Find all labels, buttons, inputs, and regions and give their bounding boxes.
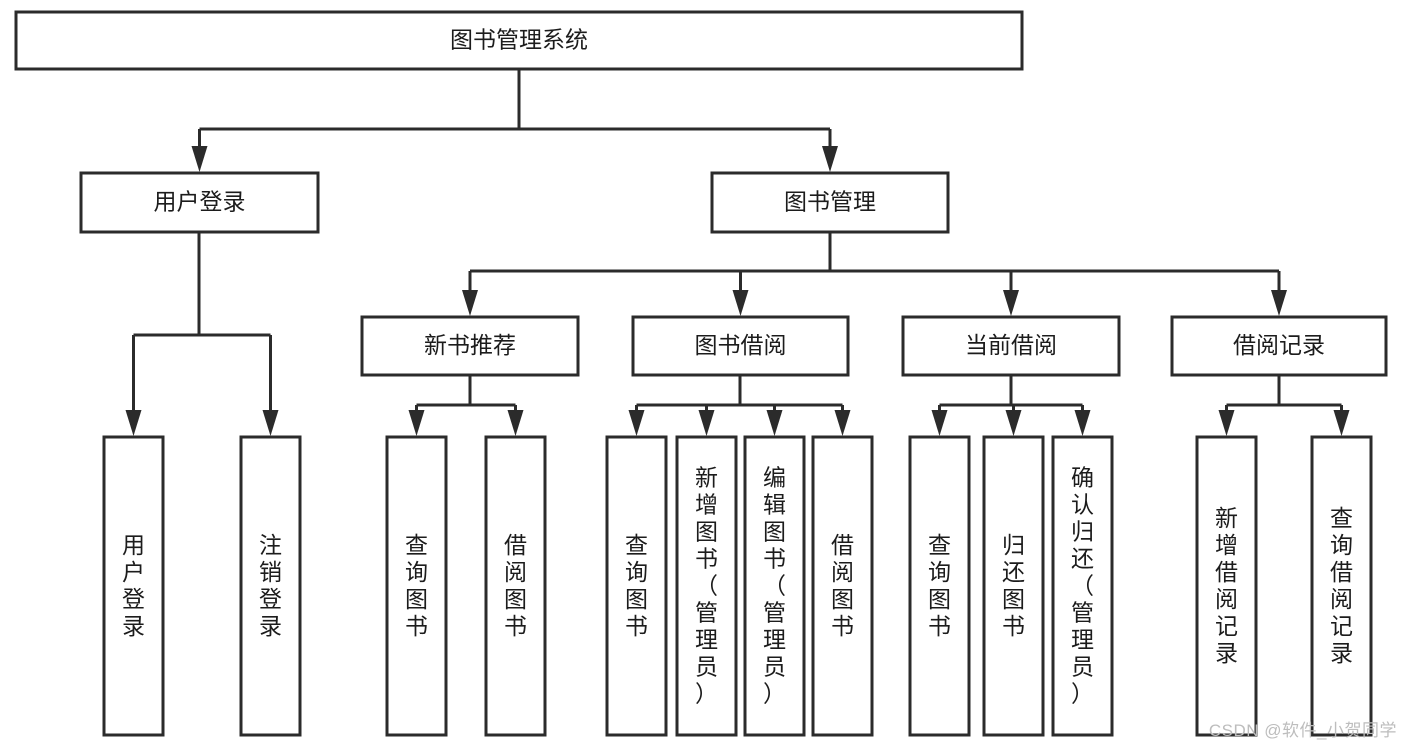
node-leaf-user-logout[interactable]: 注销登录 <box>239 435 302 737</box>
node-label: 注销登录 <box>259 532 282 639</box>
watermark-label: CSDN @软件_小贺同学 <box>1208 721 1397 740</box>
node-leaf-user-login[interactable]: 用户登录 <box>102 435 165 737</box>
node-box <box>982 435 1045 737</box>
node-leaf-bo-query[interactable]: 查询图书 <box>605 435 668 737</box>
node-leaf-bo-add[interactable]: 新增图书（管理员） <box>675 435 738 737</box>
node-login[interactable]: 用户登录 <box>79 171 320 234</box>
node-box <box>908 435 971 737</box>
node-label: 图书管理系统 <box>450 27 588 53</box>
connector-newbook <box>408 375 524 436</box>
node-box <box>1051 435 1114 737</box>
node-label: 新增图书（管理员） <box>695 465 718 707</box>
node-box <box>631 315 850 377</box>
node-label: 查询图书 <box>405 532 428 639</box>
node-label: 查询图书 <box>625 532 648 639</box>
node-label: 当前借阅 <box>965 332 1057 358</box>
node-box <box>675 435 738 737</box>
node-box <box>901 315 1121 377</box>
node-leaf-bo-borrow[interactable]: 借阅图书 <box>811 435 874 737</box>
node-box <box>1170 315 1388 377</box>
node-box <box>710 171 950 234</box>
node-box <box>484 435 547 737</box>
node-label: 查询图书 <box>928 532 951 639</box>
node-leaf-nb-borrow[interactable]: 借阅图书 <box>484 435 547 737</box>
connector-layer <box>125 69 1350 436</box>
connector-root <box>191 69 838 172</box>
connector-borrow <box>628 375 851 436</box>
node-leaf-cu-return[interactable]: 归还图书 <box>982 435 1045 737</box>
node-borrow[interactable]: 图书借阅 <box>631 315 850 377</box>
node-label: 新增借阅记录 <box>1215 505 1238 666</box>
node-box <box>102 435 165 737</box>
node-label: 用户登录 <box>122 532 145 639</box>
connector-current <box>931 375 1091 436</box>
node-box <box>79 171 320 234</box>
node-box <box>743 435 806 737</box>
node-leaf-cu-query[interactable]: 查询图书 <box>908 435 971 737</box>
node-bookmgmt[interactable]: 图书管理 <box>710 171 950 234</box>
node-box <box>239 435 302 737</box>
node-label: 新书推荐 <box>424 332 516 358</box>
node-box <box>360 315 580 377</box>
node-leaf-re-add[interactable]: 新增借阅记录 <box>1195 435 1258 737</box>
connector-login <box>125 232 279 436</box>
node-label: 借阅图书 <box>504 532 527 639</box>
node-root[interactable]: 图书管理系统 <box>14 10 1024 71</box>
node-box <box>1195 435 1258 737</box>
node-box <box>14 10 1024 71</box>
node-leaf-cu-confirm[interactable]: 确认归还（管理员） <box>1051 435 1114 737</box>
node-label: 查询借阅记录 <box>1330 505 1353 666</box>
node-box <box>605 435 668 737</box>
node-label: 归还图书 <box>1002 532 1025 639</box>
node-leaf-re-query[interactable]: 查询借阅记录 <box>1310 435 1373 737</box>
node-box <box>811 435 874 737</box>
node-leaf-bo-edit[interactable]: 编辑图书（管理员） <box>743 435 806 737</box>
node-box <box>385 435 448 737</box>
node-current[interactable]: 当前借阅 <box>901 315 1121 377</box>
node-label: 确认归还（管理员） <box>1071 465 1094 707</box>
node-label: 借阅记录 <box>1233 332 1325 358</box>
connector-records <box>1218 375 1350 436</box>
node-layer: 图书管理系统用户登录图书管理新书推荐图书借阅当前借阅借阅记录用户登录注销登录查询… <box>14 10 1388 737</box>
node-label: 图书管理 <box>784 189 876 215</box>
node-newbook[interactable]: 新书推荐 <box>360 315 580 377</box>
node-box <box>1310 435 1373 737</box>
connector-bookmgmt <box>462 232 1287 316</box>
node-label: 图书借阅 <box>695 332 787 358</box>
node-leaf-nb-query[interactable]: 查询图书 <box>385 435 448 737</box>
node-label: 编辑图书（管理员） <box>763 465 786 707</box>
node-records[interactable]: 借阅记录 <box>1170 315 1388 377</box>
node-label: 借阅图书 <box>831 532 854 639</box>
node-label: 用户登录 <box>154 189 246 215</box>
